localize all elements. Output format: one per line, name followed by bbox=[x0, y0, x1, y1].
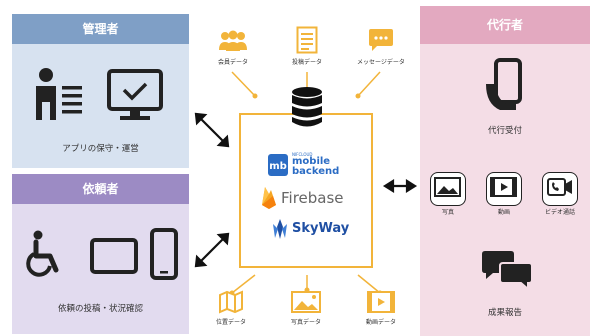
agent-header: 代行者 bbox=[420, 6, 590, 44]
agent-report-caption: 成果報告 bbox=[487, 308, 522, 318]
video-data-label: 動画データ bbox=[365, 319, 396, 326]
wheelchair-icon bbox=[26, 230, 59, 277]
media-video bbox=[486, 172, 522, 206]
skyway-mark-icon bbox=[273, 219, 287, 239]
post-document-icon bbox=[296, 26, 318, 54]
chat-bubbles-icon bbox=[482, 251, 533, 292]
requester-caption: 依頼の投稿・状況確認 bbox=[57, 304, 143, 314]
photo-icon bbox=[291, 291, 321, 313]
agent-panel: 代行受付 写真 動画 ビデオ通話 成果報告 bbox=[420, 44, 590, 336]
firebase-flame-icon bbox=[262, 187, 276, 209]
members-data-label: 会員データ bbox=[217, 59, 248, 66]
video-icon bbox=[490, 177, 517, 197]
media-video-call bbox=[542, 172, 578, 206]
mobile-backend-logo: mb NIFCLOUD mobile backend bbox=[268, 152, 348, 181]
message-icon bbox=[369, 29, 393, 51]
photo-data-label: 写真データ bbox=[290, 319, 321, 326]
skyway-label: SkyWay bbox=[292, 221, 350, 236]
requester-panel: 依頼の投稿・状況確認 bbox=[12, 204, 189, 334]
post-data-label: 投稿データ bbox=[291, 59, 322, 66]
media-photo bbox=[430, 172, 466, 206]
monitor-check-icon bbox=[107, 69, 163, 120]
firebase-label: Firebase bbox=[281, 189, 344, 207]
backend-services-box bbox=[239, 113, 373, 268]
svg-text:mb: mb bbox=[269, 161, 287, 172]
admin-person-icon bbox=[36, 68, 82, 120]
members-icon bbox=[219, 30, 247, 51]
location-data-label: 位置データ bbox=[215, 319, 246, 326]
admin-header: 管理者 bbox=[12, 14, 189, 44]
mbaas-small-text: NIFCLOUD bbox=[292, 152, 313, 157]
mbaas-line2: backend bbox=[292, 166, 340, 177]
agent-accept-caption: 代行受付 bbox=[487, 126, 522, 136]
video-icon bbox=[367, 291, 395, 313]
mbaas-mark-icon: mb bbox=[268, 154, 288, 176]
database-icon bbox=[292, 87, 322, 127]
map-icon bbox=[219, 290, 243, 314]
mbaas-line1: mobile bbox=[292, 156, 331, 167]
video-call-icon bbox=[547, 178, 572, 196]
admin-panel: アプリの保守・運営 bbox=[12, 44, 189, 168]
media-video-label: 動画 bbox=[497, 209, 510, 216]
media-photo-label: 写真 bbox=[441, 209, 454, 216]
message-data-label: メッセージデータ bbox=[357, 59, 405, 66]
hand-phone-icon bbox=[486, 58, 522, 110]
requester-header: 依頼者 bbox=[12, 174, 189, 204]
media-video-call-label: ビデオ通話 bbox=[544, 209, 575, 216]
tablet-icon bbox=[90, 238, 138, 274]
admin-caption: アプリの保守・運営 bbox=[62, 144, 139, 154]
photo-icon bbox=[434, 177, 461, 197]
smartphone-icon bbox=[150, 228, 178, 280]
